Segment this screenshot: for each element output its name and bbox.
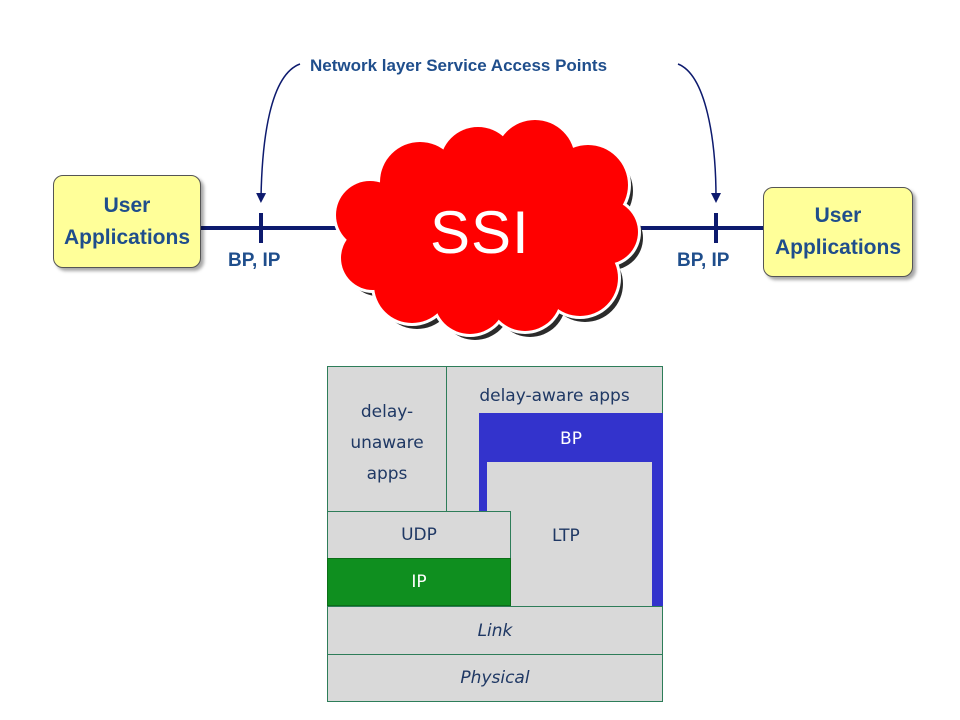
- right-app-line1: User: [814, 204, 862, 227]
- physical-layer: Physical: [327, 654, 663, 702]
- bp-label: BP: [560, 429, 582, 449]
- left-user-applications-box: User Applications: [53, 175, 201, 268]
- right-bp-ip-label: BP, IP: [677, 250, 730, 271]
- delay-aware-apps-side: [446, 413, 480, 513]
- ltp-layer: LTP: [487, 462, 652, 606]
- udp-layer: UDP: [327, 511, 511, 559]
- right-user-applications-box: User Applications: [763, 187, 913, 277]
- ssi-label: SSI: [430, 199, 530, 266]
- link-layer: Link: [327, 606, 663, 655]
- ip-layer: IP: [327, 558, 511, 606]
- right-app-line2: Applications: [774, 236, 901, 259]
- physical-label: Physical: [460, 668, 530, 688]
- sap-label: Network layer Service Access Points: [310, 56, 608, 75]
- delay-unaware-line1: delay-: [360, 402, 414, 422]
- ip-label: IP: [411, 572, 427, 592]
- left-app-line1: User: [103, 193, 151, 217]
- delay-aware-label: delay-aware apps: [479, 386, 630, 406]
- delay-aware-apps-layer: delay-aware apps: [446, 366, 663, 414]
- left-app-line2: Applications: [63, 225, 190, 249]
- ssi-cloud: [336, 120, 638, 334]
- link-label: Link: [477, 620, 513, 641]
- left-bp-ip-label: BP, IP: [228, 250, 281, 271]
- right-sap-arrow: [677, 63, 721, 203]
- delay-unaware-apps-layer: delay- unaware apps: [327, 366, 447, 512]
- delay-unaware-line2: unaware: [350, 433, 424, 453]
- ltp-label: LTP: [552, 526, 580, 546]
- left-sap-arrow: [256, 63, 301, 203]
- udp-label: UDP: [401, 525, 437, 545]
- delay-unaware-line3: apps: [366, 464, 408, 484]
